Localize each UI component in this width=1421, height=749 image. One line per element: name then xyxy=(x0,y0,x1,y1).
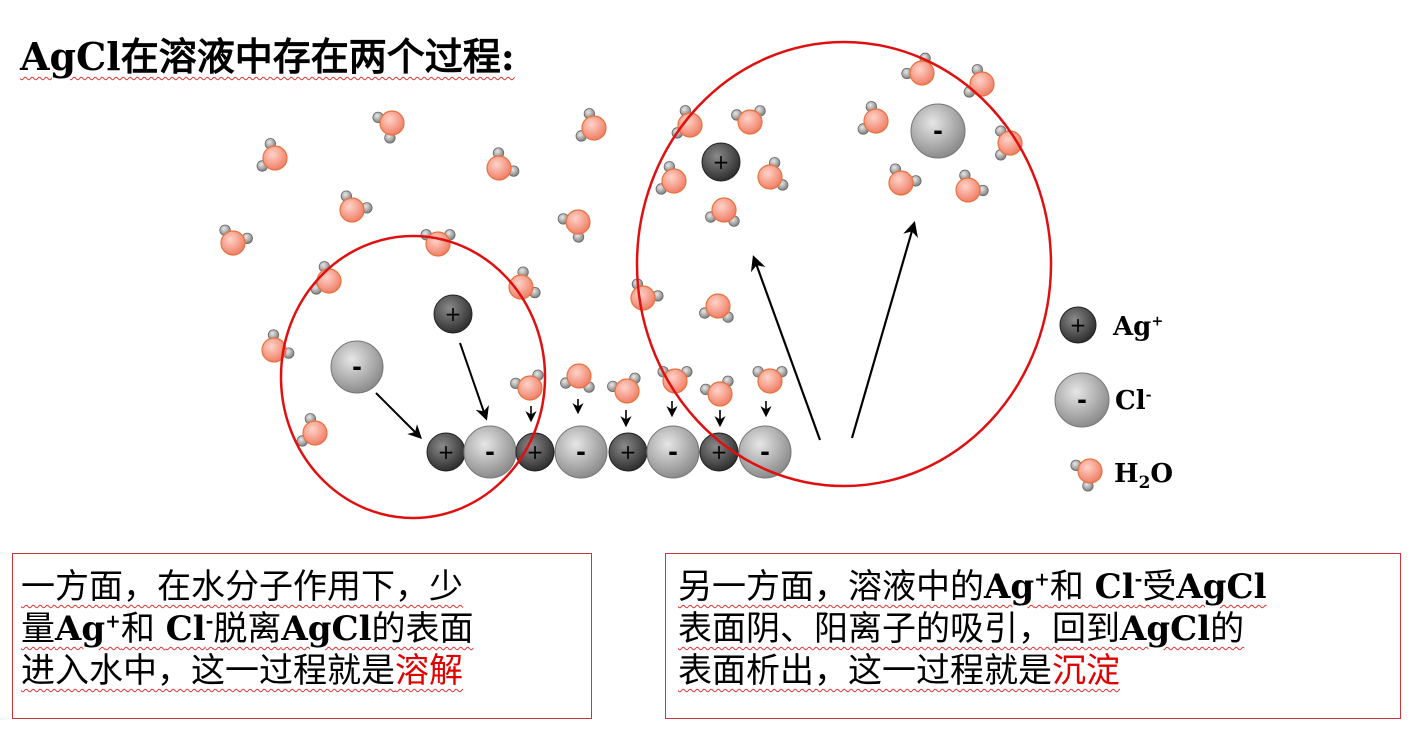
water-molecule-icon xyxy=(955,169,989,203)
surface-cl-ion-icon: - xyxy=(554,425,608,479)
ag-sign: + xyxy=(711,440,728,464)
keyword-precipitation: 沉淀 xyxy=(1052,651,1120,691)
right-box-line-2: 表面阴、阳离子的吸引，回到AgCl的 xyxy=(678,609,1245,649)
legend-cl-icon: - xyxy=(1054,372,1110,428)
water-molecule-icon xyxy=(731,105,766,135)
legend-h2o-label: H2O xyxy=(1114,459,1173,493)
left-box-line-2: 量Ag+和 Cl-脱离AgCl的表面 xyxy=(21,609,474,649)
right-box-line-3: 表面析出，这一过程就是沉淀 xyxy=(678,651,1120,691)
surface-cl-ion-icon: - xyxy=(463,425,517,479)
left-box-line-1: 一方面，在水分子作用下，少 xyxy=(21,567,463,607)
legend-cl-label: Cl- xyxy=(1115,386,1152,416)
water-molecule-icon xyxy=(372,110,405,144)
legend: +- xyxy=(1054,306,1110,492)
free-cl-ion-icon: - xyxy=(330,340,384,394)
ag-sign: + xyxy=(438,440,455,464)
surface-ag-ion-icon: + xyxy=(699,432,739,472)
legend-ag-icon: + xyxy=(1059,306,1097,344)
water-molecule-icon xyxy=(757,157,789,191)
surface-ag-ion-icon: + xyxy=(608,432,648,472)
water-molecule-icon xyxy=(560,363,595,393)
water-molecule-icon xyxy=(657,366,693,394)
dissolution-circle xyxy=(279,234,547,520)
water-molecule-icon xyxy=(752,366,788,394)
cl-sign: - xyxy=(485,438,495,466)
water-molecule-icon xyxy=(486,147,520,181)
water-molecule-icon xyxy=(888,163,922,196)
legend-water-icon xyxy=(1070,458,1103,492)
water-molecule-icon xyxy=(607,372,641,404)
water-molecule-icon xyxy=(995,125,1023,161)
cl-sign: - xyxy=(933,117,943,145)
arrows xyxy=(375,221,918,441)
arrow xyxy=(459,342,489,421)
right-box-line-1: 另一方面，溶液中的Ag+和 Cl-受AgCl xyxy=(678,567,1267,607)
surface-ag-ion-icon: + xyxy=(426,432,466,472)
arrow xyxy=(850,221,918,439)
water-molecule-icon xyxy=(700,375,734,407)
water-molecule-icon xyxy=(901,52,935,86)
precipitation-circle xyxy=(635,40,1053,488)
arrow xyxy=(375,392,422,439)
cl-sign: - xyxy=(760,438,770,466)
water-molecule-icon xyxy=(310,261,342,295)
water-molecule-icon xyxy=(219,224,253,256)
free-ag-ion-icon: + xyxy=(433,294,473,334)
page-title: AgCl在溶液中存在两个过程: xyxy=(20,34,515,79)
cl-sign: - xyxy=(1077,386,1087,414)
dissolved-ag-ion-icon: + xyxy=(701,142,741,182)
surface-cl-ion-icon: - xyxy=(738,425,792,479)
water-molecule-icon xyxy=(256,138,288,172)
water-molecule-icon xyxy=(557,209,591,243)
water-molecule-icon xyxy=(963,64,995,98)
water-molecule-icon xyxy=(575,108,607,142)
dissolution-explanation-box: 一方面，在水分子作用下，少 量Ag+和 Cl-脱离AgCl的表面 进入水中，这一… xyxy=(12,553,592,719)
surface-ag-ion-icon: + xyxy=(515,432,555,472)
ions: + - + - + - + - - + + - xyxy=(330,103,966,479)
water-molecule-icon xyxy=(630,278,664,311)
water-molecule-icon xyxy=(261,329,295,363)
ag-sign: + xyxy=(445,302,462,326)
cl-sign: - xyxy=(352,353,362,381)
water-molecule-icon xyxy=(705,197,740,227)
cl-sign: - xyxy=(576,438,586,466)
surface-cl-ion-icon: - xyxy=(646,425,700,479)
legend-ag-label: Ag+ xyxy=(1113,312,1164,342)
cl-sign: - xyxy=(668,438,678,466)
water-molecule-icon xyxy=(508,266,541,300)
ag-sign: + xyxy=(713,150,730,174)
water-molecule-icon xyxy=(699,293,734,323)
water-molecule-icon xyxy=(510,369,544,401)
arrow xyxy=(750,255,822,441)
water-molecule-icon xyxy=(339,190,373,223)
water-molecule-icon xyxy=(655,161,687,195)
keyword-dissolution: 溶解 xyxy=(395,651,463,691)
dissolved-cl-ion-icon: - xyxy=(910,103,966,159)
ag-sign: + xyxy=(1070,313,1087,337)
ag-sign: + xyxy=(527,440,544,464)
left-box-line-3: 进入水中，这一过程就是溶解 xyxy=(21,651,463,691)
ag-sign: + xyxy=(620,440,637,464)
water-molecule-icon xyxy=(296,413,328,447)
water-molecule-icon xyxy=(857,101,889,135)
water-molecules xyxy=(219,52,1023,447)
precipitation-explanation-box: 另一方面，溶液中的Ag+和 Cl-受AgCl 表面阴、阳离子的吸引，回到AgCl… xyxy=(665,553,1401,719)
